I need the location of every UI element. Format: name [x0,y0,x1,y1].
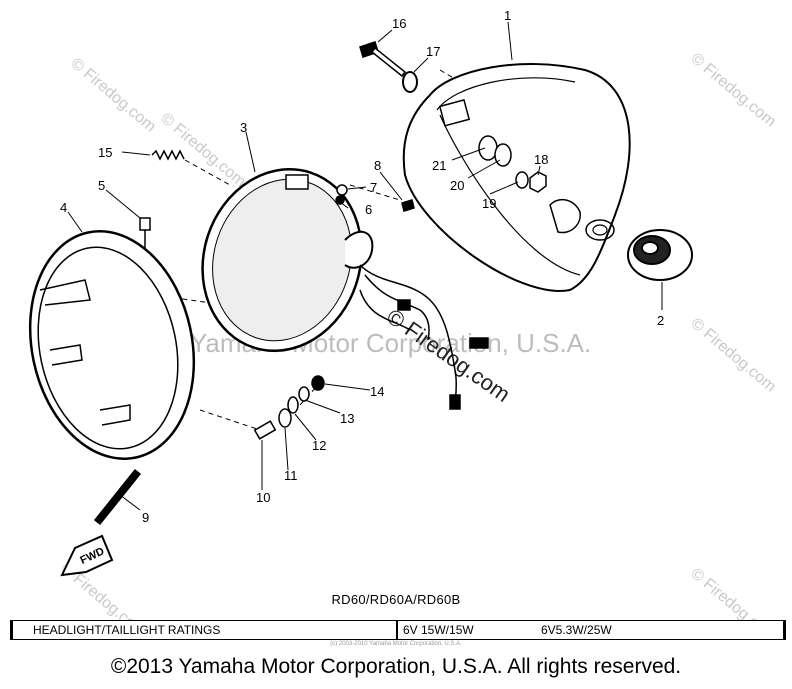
ratings-label: HEADLIGHT/TAILLIGHT RATINGS [33,623,221,637]
callout-16: 16 [392,16,406,31]
faint-copyright-note: (c) 2003-2010 Yamaha Motor Corporation, … [330,641,462,647]
callout-10: 10 [256,490,270,505]
ratings-table: HEADLIGHT/TAILLIGHT RATINGS 6V 15W/15W 6… [10,620,786,640]
headlight-exploded-diagram: © Firedog.com © Firedog.com © Firedog.co… [28,8,779,620]
watermark-site: © Firedog.com [687,315,778,396]
fwd-arrow-icon [60,534,114,577]
headlight-rating: 6V 15W/15W [403,623,474,637]
watermark-site: © Firedog.com [67,55,158,136]
callout-2: 2 [657,313,664,328]
callout-15: 15 [98,145,112,160]
watermark-site: © Firedog.com [687,50,778,131]
callout-12: 12 [312,438,326,453]
leader-lines [67,21,663,511]
callout-13: 13 [340,411,354,426]
headlight-rim [28,230,196,460]
fwd-arrow: FWD [60,534,114,577]
callout-11: 11 [284,468,298,483]
callout-5: 5 [98,178,105,193]
model-line: RD60/RD60A/RD60B [331,592,461,607]
callout-numbers: 1 2 3 4 5 6 7 8 9 10 11 12 13 14 15 16 1… [60,8,664,525]
grommet [627,229,693,281]
callout-6: 6 [365,202,372,217]
sealed-beam-unit [201,167,374,353]
callout-14: 14 [370,384,384,399]
callout-18: 18 [534,152,548,167]
callout-4: 4 [60,200,67,215]
callout-19: 19 [482,196,496,211]
callout-21: 21 [432,158,446,173]
taillight-rating: 6V5.3W/25W [541,623,612,637]
callout-17: 17 [426,44,440,59]
fasteners [93,41,547,526]
callout-7: 7 [370,180,377,195]
callout-1: 1 [504,8,511,23]
callout-9: 9 [142,510,149,525]
watermark-site: © Firedog.com [157,110,248,191]
callout-20: 20 [450,178,464,193]
callout-3: 3 [240,120,247,135]
copyright-notice: ©2013 Yamaha Motor Corporation, U.S.A. A… [110,655,682,678]
ratings-divider [396,621,398,639]
callout-8: 8 [374,158,381,173]
wiring-harness [359,264,489,410]
